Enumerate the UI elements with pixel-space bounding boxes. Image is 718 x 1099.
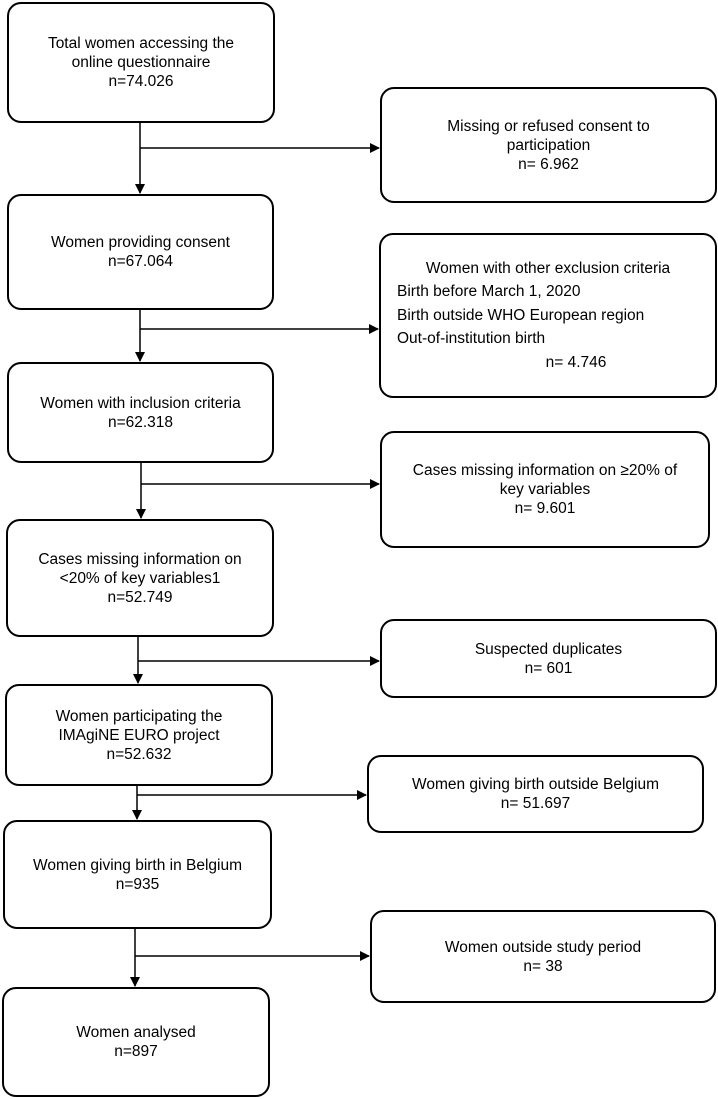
exclusion-box-other-criteria: Women with other exclusion criteria Birt… — [379, 233, 717, 398]
box-count: n= 51.697 — [500, 795, 571, 812]
box-line: participation — [506, 136, 591, 154]
box-count: n=935 — [115, 875, 160, 893]
box-line: Total women accessing the — [47, 35, 235, 52]
box-line: <20% of key variables1 — [59, 569, 221, 587]
box-count: n= 6.962 — [518, 155, 579, 173]
exclusion-box-duplicates: Suspected duplicates n= 601 — [380, 619, 717, 698]
box-line: IMAgiNE EURO project — [58, 726, 220, 744]
criteria-item: Birth outside WHO European region — [397, 306, 645, 324]
box-count: n=74.026 — [108, 73, 174, 90]
flow-box-birth-in-belgium: Women giving birth in Belgium n=935 — [3, 820, 272, 929]
box-count: n=897 — [114, 1043, 158, 1060]
box-count: n=52.749 — [107, 588, 173, 606]
criteria-item: Out-of-institution birth — [397, 330, 546, 348]
box-line: Women with inclusion criteria — [40, 394, 241, 412]
box-line: Suspected duplicates — [474, 640, 623, 658]
box-count: n=62.318 — [107, 413, 174, 431]
box-line: Women participating the — [55, 707, 223, 725]
box-count: n=67.064 — [107, 253, 174, 270]
flow-box-women-analysed: Women analysed n=897 — [2, 987, 270, 1097]
box-line: Cases missing information on ≥20% of — [412, 462, 678, 479]
box-count: n= 4.746 — [545, 353, 607, 371]
box-count: n= 38 — [523, 957, 563, 975]
box-line: Women providing consent — [51, 234, 230, 251]
flow-box-inclusion-criteria: Women with inclusion criteria n=62.318 — [7, 362, 274, 463]
exclusion-box-outside-belgium: Women giving birth outside Belgium n= 51… — [367, 755, 704, 833]
box-line: Missing or refused consent to — [447, 117, 650, 135]
box-line: online questionnaire — [71, 54, 211, 71]
box-line: Cases missing information on — [38, 550, 242, 568]
box-line: key variables — [499, 481, 591, 498]
box-line: Women giving birth in Belgium — [32, 856, 243, 874]
flow-box-imagine-euro: Women participating the IMAgiNE EURO pro… — [5, 684, 273, 786]
flow-box-missing-under-20: Cases missing information on <20% of key… — [6, 519, 274, 637]
box-line: Women analysed — [76, 1024, 196, 1041]
box-count: n=52.632 — [106, 745, 172, 763]
box-line: Women giving birth outside Belgium — [412, 776, 659, 793]
criteria-item: Birth before March 1, 2020 — [397, 283, 581, 301]
exclusion-box-consent: Missing or refused consent to participat… — [380, 87, 717, 203]
flow-box-total-accessing: Total women accessing the online questio… — [7, 2, 275, 123]
exclusion-box-outside-period: Women outside study period n= 38 — [370, 910, 716, 1003]
exclusion-box-missing-over-20: Cases missing information on ≥20% of key… — [380, 431, 710, 548]
box-count: n= 9.601 — [514, 500, 576, 517]
flow-box-providing-consent: Women providing consent n=67.064 — [7, 194, 274, 310]
box-count: n= 601 — [524, 659, 573, 677]
box-header: Women with other exclusion criteria — [425, 259, 671, 277]
box-line: Women outside study period — [444, 938, 642, 956]
